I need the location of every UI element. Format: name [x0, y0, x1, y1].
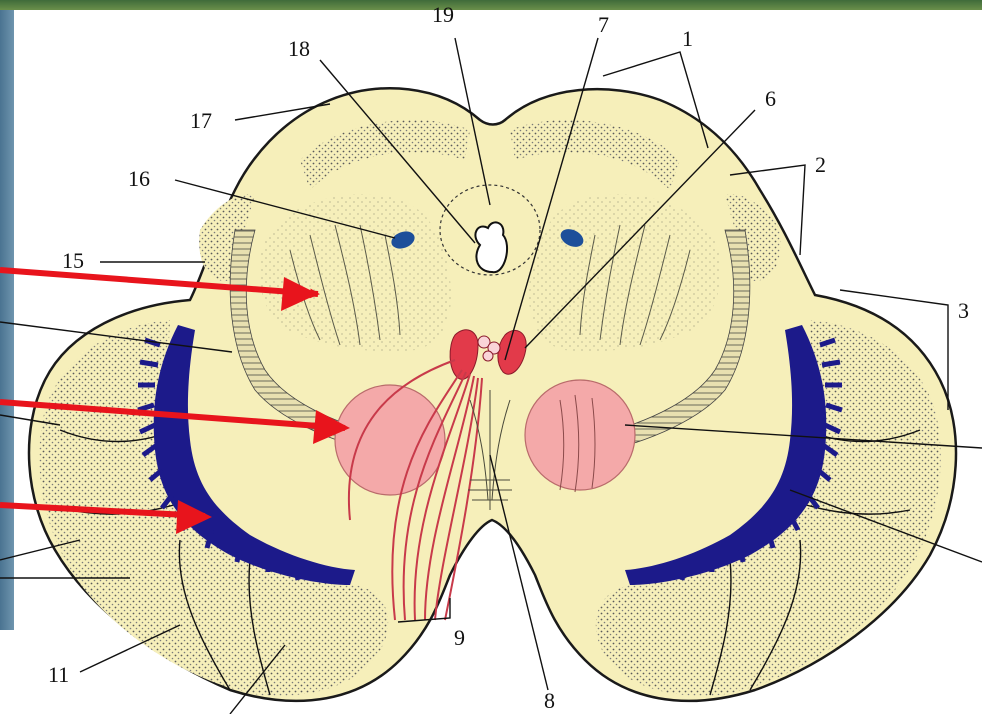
label-1: 1 [682, 26, 693, 51]
label-6: 6 [765, 86, 776, 111]
label-18: 18 [288, 36, 310, 61]
left-tegmentum [259, 194, 451, 351]
label-3: 3 [958, 298, 969, 323]
label-7: 7 [598, 12, 609, 37]
aqueduct [475, 222, 507, 272]
label-9: 9 [454, 625, 465, 650]
label-16: 16 [128, 166, 150, 191]
label-15: 15 [62, 248, 84, 273]
right-red-nucleus [525, 380, 635, 490]
label-19: 19 [432, 2, 454, 27]
label-11: 11 [48, 662, 69, 687]
label-2: 2 [815, 152, 826, 177]
right-tegmentum [529, 194, 721, 351]
label-8: 8 [544, 688, 555, 713]
label-17: 17 [190, 108, 212, 133]
left-red-nucleus [335, 385, 445, 495]
